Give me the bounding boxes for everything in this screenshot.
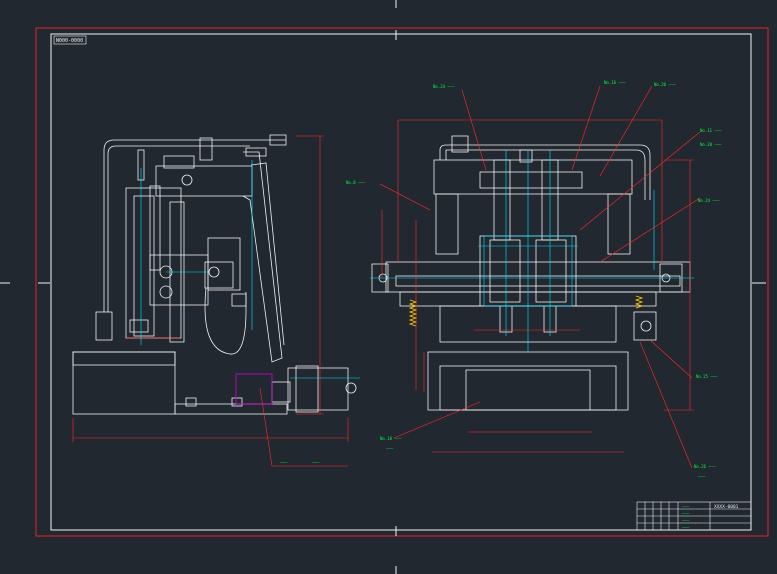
front-view-centerlines [370, 150, 694, 352]
callout-front-c3: No.20 ——— [654, 82, 676, 87]
callout-right-c5: No.26 ——— [694, 464, 716, 469]
side-leader-label-b: ——— [312, 460, 320, 465]
front-view-springs [408, 295, 644, 327]
callout-right-c4: No.25 ——— [696, 374, 718, 379]
callout-right-c3: No.24 ——— [698, 198, 720, 203]
callout-front-c1: No.24 ——— [433, 84, 455, 89]
callout-left-c1: No.8 ——— [346, 180, 366, 185]
title-block-row1: ——— [682, 504, 690, 509]
title-block [636, 501, 752, 531]
title-block-row3: ——— [682, 518, 690, 523]
callout-front-c2: No.16 ——— [604, 80, 626, 85]
side-view-centerlines [140, 160, 360, 379]
front-view [371, 135, 691, 411]
callout-right-c2: No.20 ——— [700, 142, 722, 147]
side-view [72, 134, 357, 415]
callout-bottom-c1: No.10 ——— [380, 436, 402, 441]
outer-sheet-border [35, 27, 769, 537]
front-view-dimensions [379, 85, 701, 469]
drawing-code-tag: N000-0000 [56, 38, 83, 44]
side-view-dimensions [72, 135, 349, 467]
title-block-code: XXXX-0001 [714, 504, 739, 510]
callout-right-c1: No.11 ——— [700, 128, 722, 133]
title-block-row2: ——— [682, 511, 690, 516]
callout-bottom-c1b: ——— [386, 446, 394, 451]
drawing-code-tag-box [53, 35, 87, 45]
motor-mount-highlight [235, 373, 273, 405]
callout-right-c5b: ——— [698, 474, 706, 479]
inner-drawing-border [50, 33, 752, 531]
side-leader-label-a: ——— [280, 460, 288, 465]
title-block-row4: ——— [682, 525, 690, 530]
